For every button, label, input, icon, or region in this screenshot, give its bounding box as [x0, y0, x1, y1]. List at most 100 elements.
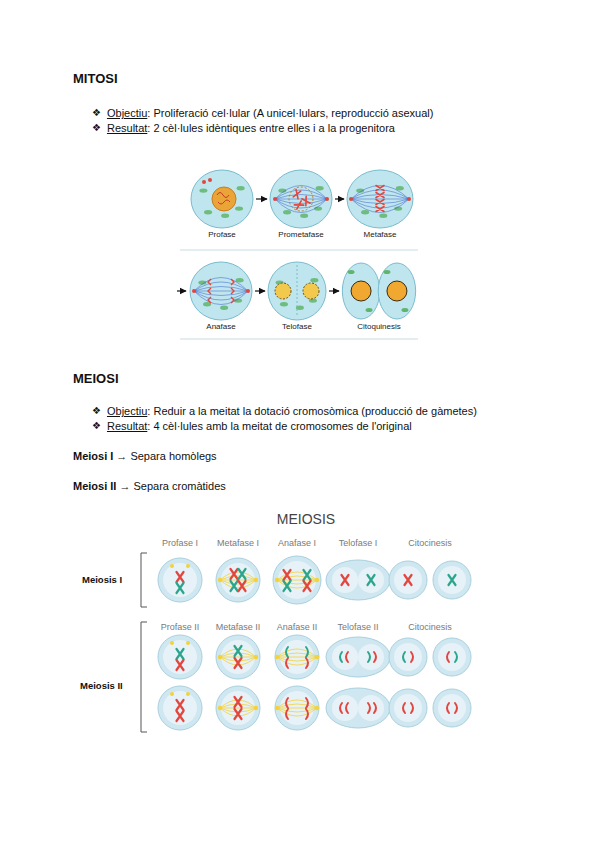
text-label: → Separa homòlegs — [116, 450, 216, 463]
chromatid — [208, 288, 211, 294]
chromatid — [455, 703, 457, 713]
centrosome — [315, 706, 319, 710]
cell-stage: Metafase — [345, 168, 415, 240]
centrosome — [246, 289, 250, 293]
stage-label: Prometafase — [268, 230, 334, 240]
chromatid — [306, 658, 308, 668]
stage-arrow — [335, 198, 344, 199]
cytoplasm — [332, 567, 358, 593]
stage-arrow — [255, 290, 265, 291]
organelle — [199, 188, 207, 192]
centrosome — [186, 564, 190, 568]
chromatid — [306, 647, 308, 657]
text-label: MEIOSIS — [277, 511, 335, 528]
chromosome — [177, 711, 184, 721]
chromosome — [239, 569, 246, 579]
cell-membrane — [268, 262, 326, 320]
chromatid — [231, 288, 234, 294]
chromatid — [231, 297, 234, 303]
spindle-fiber — [351, 199, 409, 204]
text-label: Telofase II — [337, 622, 378, 633]
chromosome — [376, 207, 384, 212]
forming-nucleus — [303, 283, 319, 299]
chromatid — [208, 279, 211, 285]
centrosome — [218, 578, 222, 582]
nucleus — [351, 281, 371, 301]
forming-nucleus — [275, 283, 291, 299]
chromatid — [286, 698, 288, 708]
centrosome — [218, 706, 222, 710]
spindle-fiber — [351, 199, 409, 213]
centrosome — [254, 655, 258, 659]
centrosome — [186, 692, 190, 696]
chromosome — [231, 581, 238, 591]
bullet-mark: ❖ — [92, 405, 101, 417]
cytoplasm — [438, 643, 466, 671]
cytoplasm — [163, 563, 197, 597]
text-label: Citocinesis — [408, 538, 452, 549]
cytoplasm — [394, 694, 422, 722]
spindle-fiber — [220, 657, 256, 661]
chromosome — [293, 189, 300, 198]
cell-membrane — [270, 170, 332, 228]
organelle — [361, 210, 369, 214]
cytoplasm — [332, 695, 358, 721]
cell-picture — [188, 260, 254, 322]
chromosome — [235, 646, 242, 656]
text-label: : 2 cèl·lules idèntiques entre elles i a… — [147, 122, 395, 135]
spindle-fiber — [277, 700, 317, 708]
spindle-fiber — [194, 291, 248, 296]
chromosome — [177, 649, 184, 659]
meiosis-cell — [158, 558, 202, 602]
text-label: Anafase II — [277, 622, 318, 633]
spindle-fiber — [220, 708, 256, 709]
dividing-cell — [326, 637, 390, 677]
stage-label: Telofase — [266, 322, 328, 332]
chromosome — [235, 709, 242, 719]
spindle-fiber — [275, 199, 327, 213]
organelle — [396, 186, 404, 190]
chromatid — [374, 652, 376, 662]
organelle — [280, 302, 288, 306]
bullet-mark: ❖ — [92, 420, 101, 432]
cytoplasm — [221, 640, 255, 674]
chromatid — [411, 652, 413, 662]
chromosome — [304, 570, 311, 580]
text-label: Metafase I — [217, 538, 259, 549]
meiosis-cell — [216, 558, 260, 602]
cell-picture — [268, 168, 334, 230]
spindle-fiber — [275, 199, 327, 200]
separator-line — [180, 339, 418, 340]
chromatid — [340, 703, 342, 713]
incoming-arrow — [177, 290, 186, 291]
centrosome — [349, 197, 353, 201]
chromosome — [235, 658, 242, 668]
spindle-fiber — [194, 291, 248, 292]
spindle-fiber — [351, 199, 409, 200]
centrosome — [202, 180, 206, 184]
centrosome — [170, 641, 174, 645]
bullet-mark: ❖ — [92, 107, 101, 119]
cytoplasm — [358, 567, 384, 593]
spindle-fiber — [277, 657, 317, 665]
meiosis-cell — [158, 686, 202, 730]
text-label: Citocinesis — [408, 622, 452, 633]
text-label: Meiosi II — [73, 480, 116, 493]
chromosome — [376, 186, 384, 191]
chromosome — [239, 581, 246, 591]
cytoplasm — [332, 644, 358, 670]
chromosome — [284, 570, 291, 580]
bullet-mark: ❖ — [92, 122, 101, 134]
chromatid — [306, 698, 308, 708]
spindle-fiber — [275, 190, 327, 199]
chromatid — [411, 703, 413, 713]
centrosome — [275, 706, 279, 710]
centrosome — [170, 692, 174, 696]
meiosis-cell — [158, 635, 202, 679]
cytoplasm — [358, 695, 384, 721]
chromatid — [447, 652, 449, 662]
text-label: Profase I — [162, 538, 198, 549]
cell-picture — [340, 260, 418, 322]
organelle — [348, 270, 355, 274]
spindle-fiber — [351, 199, 409, 208]
